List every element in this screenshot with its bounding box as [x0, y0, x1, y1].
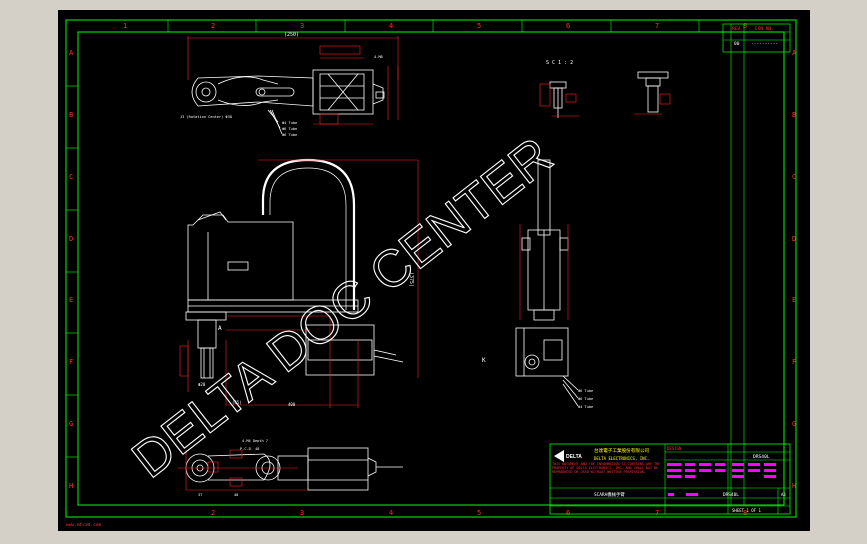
col-label: 5 [477, 22, 481, 30]
column-labels-top: 1 2 3 4 5 6 7 8 [123, 22, 747, 30]
col-label: 4 [389, 22, 393, 30]
col-label: 3 [300, 509, 304, 517]
bottom-view-dimensions [178, 449, 308, 491]
col-label: 7 [655, 22, 659, 30]
row-label: C [69, 173, 73, 181]
side-view-dimensions [179, 159, 419, 408]
svg-text:Φ6 Tube: Φ6 Tube [282, 127, 297, 131]
row-label: D [69, 235, 73, 243]
company-cn: 台達電子工業股份有限公司 [594, 447, 650, 454]
svg-text:40: 40 [234, 493, 238, 497]
front-view-notes: Φ6 Tube Φ6 Tube Φ4 Tube [578, 389, 593, 409]
col-label: 8 [743, 509, 747, 517]
model-code: DRS40L [753, 454, 770, 460]
rev-header: REV. [732, 26, 743, 32]
col-label: 5 [477, 509, 481, 517]
top-view-dimensions [187, 36, 399, 125]
revision-table: REV. ECN NO. 00 ---------- [722, 23, 791, 505]
col-label: 4 [389, 509, 393, 517]
row-label: A [69, 49, 74, 57]
delta-logo-icon [554, 450, 564, 462]
row-label: E [69, 296, 73, 304]
svg-text:Φ6 Tube: Φ6 Tube [578, 389, 593, 393]
sheet-size: A3 [781, 492, 786, 497]
svg-text:Φ4 Tube: Φ4 Tube [578, 405, 593, 409]
row-label: D [792, 235, 796, 243]
drawing-title-cn: SCARA機械手臂 [594, 491, 625, 498]
top-view-notes: J3 (Rotation Center) Φ38 Φ4 Tube Φ6 Tube… [180, 55, 383, 137]
side-view-notes: 400 (45) Φ20 [198, 382, 296, 407]
detail-view: S C 1 : 2 [539, 60, 671, 118]
col-label: 1 [123, 22, 127, 30]
row-label: B [792, 111, 796, 119]
svg-text:Φ6 Tube: Φ6 Tube [578, 397, 593, 401]
approval-grid [667, 463, 776, 496]
zone-ticks [66, 20, 700, 458]
sheet-number: SHEET 1 OF 1 [732, 508, 761, 513]
svg-text:(45): (45) [232, 400, 242, 405]
proprietary-notice: THIS DOCUMENT AND THE INFORMATION IT CON… [552, 462, 661, 475]
row-label: F [69, 358, 73, 366]
row-label: H [69, 482, 73, 490]
col-label: 6 [566, 22, 570, 30]
col-label: 7 [655, 509, 659, 517]
ecn-header: ECN NO. [755, 26, 774, 32]
side-height-dim: (375) [408, 272, 414, 287]
svg-text:Φ4 Tube: Φ4 Tube [282, 121, 297, 125]
row-label: H [792, 482, 796, 490]
front-view-dimensions [519, 224, 569, 320]
svg-text:400: 400 [288, 402, 296, 407]
svg-text:4-M8: 4-M8 [374, 55, 383, 59]
detail-k-label: K [482, 357, 486, 364]
svg-text:J3 (Rotation Center) Φ38: J3 (Rotation Center) Φ38 [180, 115, 232, 119]
row-label: B [69, 111, 73, 119]
ecn-value: ---------- [751, 42, 778, 47]
svg-text:37: 37 [198, 493, 202, 497]
svg-text:DELTA: DELTA [566, 454, 582, 460]
outer-frame [65, 19, 797, 518]
top-view [191, 69, 385, 135]
svg-text:P.C.D. 48: P.C.D. 48 [240, 447, 259, 451]
company-en: DELTA ELECTRONICS, INC. [594, 456, 649, 461]
view-arrow-a: A [218, 325, 222, 332]
design-label: DESIGN [667, 446, 682, 451]
inner-frame [77, 31, 785, 506]
col-label: 6 [566, 509, 570, 517]
row-label: C [792, 173, 796, 181]
svg-text:4-M4 Depth 7: 4-M4 Depth 7 [242, 439, 268, 443]
rev-value: 00 [734, 41, 740, 47]
cad-drawing: 1 2 3 4 5 6 7 8 2 3 4 5 6 7 8 A B C D E … [65, 19, 797, 528]
column-labels-bottom: 2 3 4 5 6 7 8 [211, 509, 747, 517]
top-span-dim: (250) [284, 32, 299, 38]
col-label: 8 [743, 22, 747, 30]
col-label: 2 [211, 22, 215, 30]
svg-text:Φ6 Tube: Φ6 Tube [282, 133, 297, 137]
bottom-view-notes: 4-M4 Depth 7 P.C.D. 48 37 40 [198, 439, 268, 497]
row-label: G [69, 420, 73, 428]
title-block: DELTA 台達電子工業股份有限公司 DELTA ELECTRONICS, IN… [549, 443, 791, 515]
col-label: 3 [300, 22, 304, 30]
bottom-view [185, 447, 403, 491]
svg-text:Φ20: Φ20 [198, 382, 206, 387]
col-label: 2 [211, 509, 215, 517]
footer-website: www.mfcad.com [66, 522, 102, 528]
row-labels-right: A B C D E F G H [792, 49, 797, 490]
row-label: F [792, 358, 796, 366]
scale-note: S C 1 : 2 [546, 60, 573, 66]
row-labels-left: A B C D E F G H [69, 49, 74, 490]
row-label: E [792, 296, 796, 304]
drawing-sheet: 1 2 3 4 5 6 7 8 2 3 4 5 6 7 8 A B C D E … [58, 10, 810, 531]
row-label: A [792, 49, 797, 57]
row-label: G [792, 420, 796, 428]
drawing-number: DRS40L [723, 492, 739, 498]
